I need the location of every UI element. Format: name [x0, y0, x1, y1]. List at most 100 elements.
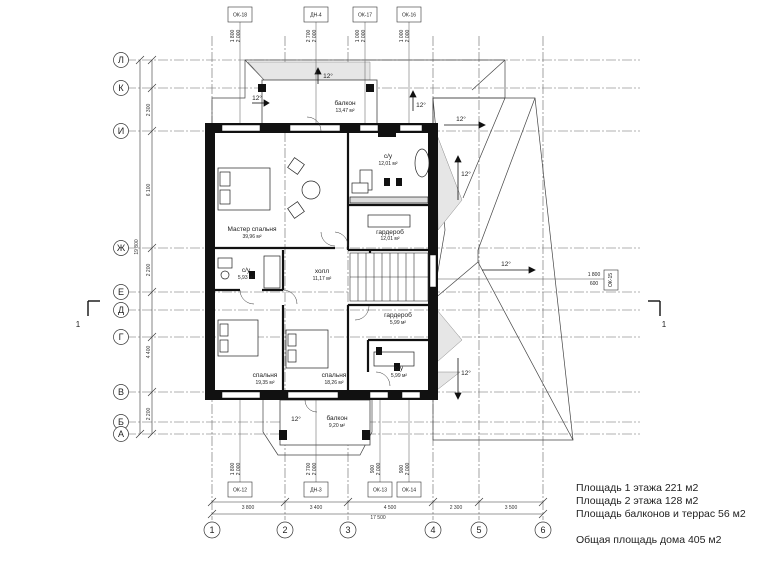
- left-dimension-line: [135, 55, 157, 439]
- bottom-dimension-2: 3 400: [310, 505, 323, 511]
- tag-ok15: ОК-15: [608, 273, 614, 287]
- bottom-balcony-slab: [279, 399, 371, 446]
- room-area-wardrobe-small: 5,99 м²: [390, 320, 407, 326]
- axis-K: К: [118, 83, 124, 93]
- tag-ok17-height: 2 000: [361, 30, 367, 43]
- top-balcony-slab: [261, 79, 378, 131]
- right-tag-dim-2: 600: [590, 281, 599, 287]
- horizontal-axis-bubbles: [113, 52, 129, 442]
- slope-label-2: 12°: [252, 94, 262, 102]
- tag-ok14: ОК-14: [402, 488, 416, 494]
- axis-3: 3: [345, 525, 350, 535]
- left-dimension-1: 2 300: [146, 104, 152, 117]
- axis-B: Б: [118, 417, 124, 427]
- axis-5: 5: [476, 525, 481, 535]
- door-swings: [239, 116, 391, 413]
- axis-A: А: [118, 429, 124, 439]
- tag-ok12: ОК-12: [233, 488, 247, 494]
- slope-label-6: 12°: [501, 260, 511, 268]
- room-area-bathroom-master: 12,01 м²: [378, 161, 397, 167]
- room-name-master-bedroom: Мастер спальня: [228, 226, 277, 233]
- tag-ok12-height: 2 000: [236, 463, 242, 476]
- room-area-balcony-bottom: 9,20 м²: [329, 423, 346, 429]
- tag-ok12-width: 1 800: [230, 463, 236, 476]
- fixture-marks: [249, 132, 402, 371]
- room-area-hall: 11,17 м²: [313, 276, 332, 282]
- axis-4: 4: [430, 525, 435, 535]
- axis-E: Е: [118, 287, 124, 297]
- tag-ok16-width: 1 000: [399, 30, 405, 43]
- left-total-dimension: 19 800: [134, 239, 140, 255]
- bottom-total-dimension: 17 500: [370, 515, 386, 521]
- slope-label-8: 12°: [291, 415, 301, 423]
- slope-label-1: 12°: [323, 72, 333, 80]
- room-name-bedroom-1: спальня: [253, 372, 278, 379]
- slope-label-4: 12°: [456, 115, 466, 123]
- tag-dn4: ДН-4: [310, 13, 322, 19]
- slope-label-5: 12°: [461, 170, 471, 178]
- section-mark-right: 1: [662, 320, 667, 329]
- slope-arrows: [252, 67, 536, 400]
- tag-ok14-height: 2 000: [405, 463, 411, 476]
- slope-label-3: 12°: [416, 101, 426, 109]
- window-openings: [221, 124, 437, 399]
- room-area-master-bedroom: 39,96 м²: [242, 234, 261, 240]
- room-name-bathroom-master: с/у: [384, 153, 393, 160]
- floor1-area: Площадь 1 этажа 221 м2: [576, 482, 699, 494]
- left-dimension-4: 4 400: [146, 346, 152, 359]
- interior-walls: [215, 133, 428, 390]
- tag-ok17: ОК-17: [358, 13, 372, 19]
- tag-ok13: ОК-13: [373, 488, 387, 494]
- tag-dn3-height: 2 000: [312, 463, 318, 476]
- tag-ok13-height: 2 000: [376, 463, 382, 476]
- axis-6: 6: [540, 525, 545, 535]
- axis-D: Д: [118, 305, 124, 315]
- tag-dn3-width: 2 700: [306, 463, 312, 476]
- total-area: Общая площадь дома 405 м2: [576, 534, 722, 546]
- axis-Zh: Ж: [117, 243, 126, 253]
- tag-ok18: ОК-18: [233, 13, 247, 19]
- room-area-bathroom-bottom: 5,99 м²: [391, 373, 408, 379]
- tag-ok17-width: 1 000: [355, 30, 361, 43]
- staircase: [349, 252, 429, 302]
- balconies-area: Площадь балконов и террас 56 м2: [576, 508, 746, 520]
- tag-ok13-width: 900: [370, 465, 376, 474]
- axis-1: 1: [209, 525, 214, 535]
- top-window-tags: [227, 6, 619, 498]
- section-mark-left: 1: [76, 320, 81, 329]
- area-summary: Площадь 1 этажа 221 м2 Площадь 2 этажа 1…: [576, 482, 746, 547]
- room-name-wardrobe-small: гардероб: [384, 311, 412, 319]
- room-name-bathroom-bottom: с/у: [395, 365, 404, 372]
- room-name-hall: холл: [315, 268, 329, 275]
- room-name-balcony-top: балкон: [334, 99, 356, 107]
- room-area-bedroom-1: 19,35 м²: [255, 380, 274, 386]
- shower-small: [263, 255, 281, 289]
- bottom-dimension-1: 3 800: [242, 505, 255, 511]
- axis-I: И: [118, 126, 124, 136]
- tag-dn4-width: 2 700: [306, 30, 312, 43]
- bottom-dimension-5: 3 500: [505, 505, 518, 511]
- right-tag-dim-1: 1 800: [588, 272, 601, 278]
- axis-2: 2: [282, 525, 287, 535]
- floor2-area: Площадь 2 этажа 128 м2: [576, 495, 699, 507]
- axis-G: Г: [119, 332, 124, 342]
- roof-outline: [211, 59, 574, 456]
- bottom-dimension-4: 2 300: [450, 505, 463, 511]
- axis-V: В: [118, 387, 124, 397]
- room-name-bathroom-small: с/у: [242, 267, 251, 274]
- window-tag-leaders: [239, 22, 604, 482]
- bottom-dimension-3: 4 500: [384, 505, 397, 511]
- tag-ok14-width: 900: [399, 465, 405, 474]
- room-name-wardrobe-master: гардероб: [376, 228, 404, 236]
- section-marks: [87, 300, 661, 316]
- room-labels: балкон 13,47 м² с/у 12,01 м² Мастер спал…: [228, 99, 413, 429]
- room-area-bathroom-small: 5,93 м²: [238, 275, 255, 281]
- columns: [258, 84, 374, 440]
- left-dimension-5: 2 200: [146, 408, 152, 421]
- bathtub: [414, 148, 430, 178]
- tag-ok18-height: 2 000: [236, 30, 242, 43]
- left-dimension-3: 2 200: [146, 264, 152, 277]
- room-area-bedroom-2: 18,26 м²: [324, 380, 343, 386]
- room-area-wardrobe-master: 12,01 м²: [380, 236, 399, 242]
